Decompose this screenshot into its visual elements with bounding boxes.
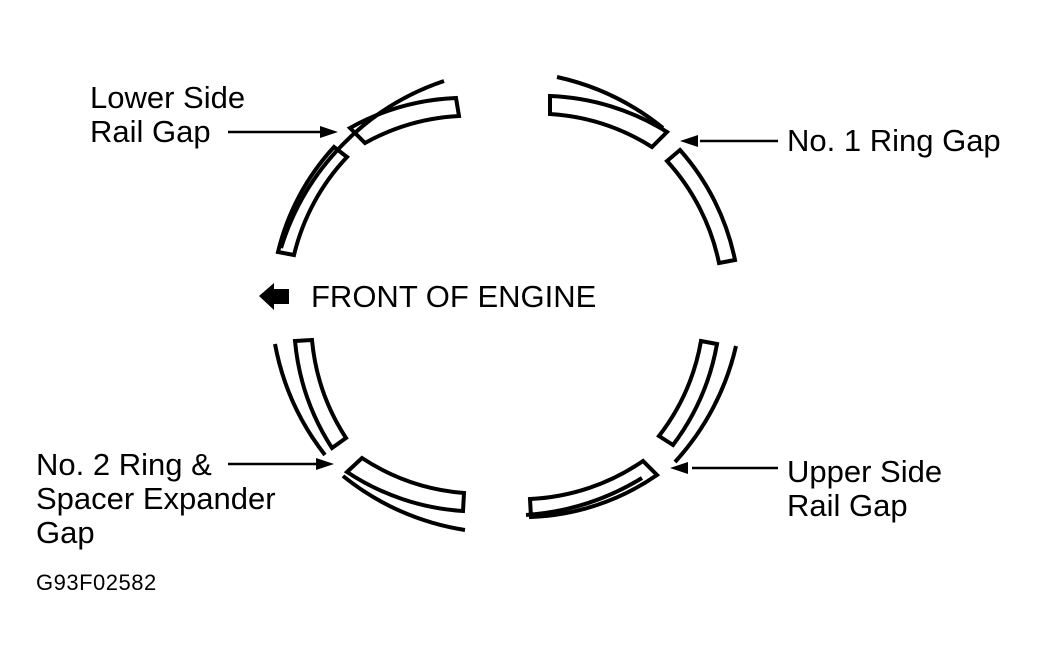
- ring-segment-upper-side-rail: [527, 458, 661, 520]
- ring-arc-top-left-outer: [279, 79, 445, 249]
- ring-arc-bottom-right-outer: [525, 476, 644, 517]
- ring-segment-right-upper: [664, 147, 738, 266]
- ring-arc-left-lower-outer: [273, 343, 327, 457]
- ring-arc-top-right-outer: [556, 75, 665, 130]
- label-line: Gap: [36, 515, 95, 550]
- arrowhead-lower-side: [320, 126, 338, 138]
- arrowhead-upper-side: [670, 462, 688, 474]
- ring-segment-right-lower: [656, 338, 720, 448]
- label-no1-ring-gap: No. 1 Ring Gap: [787, 124, 1001, 158]
- arrowhead-no1: [680, 135, 698, 147]
- left-arrow-icon: [259, 283, 289, 310]
- label-line: No. 1 Ring Gap: [787, 123, 1001, 158]
- label-no2-ring-spacer-expander-gap: No. 2 Ring & Spacer Expander Gap: [36, 448, 276, 550]
- label-front-of-engine: FRONT OF ENGINE: [311, 279, 597, 314]
- ring-segment-top-right: [548, 93, 671, 150]
- ring-segment-no2-ring: [343, 455, 467, 514]
- ring-arc-right-lower-outer: [673, 345, 738, 464]
- arrowhead-no2: [316, 458, 334, 470]
- label-line: Spacer Expander: [36, 481, 276, 516]
- ring-segment-lower-side-rail: [346, 95, 462, 146]
- label-line: No. 2 Ring &: [36, 447, 212, 482]
- label-lower-side-rail-gap: Lower Side Rail Gap: [90, 81, 245, 149]
- label-line: Rail Gap: [90, 114, 211, 149]
- ring-segment-upper-left: [275, 144, 350, 258]
- label-line: Rail Gap: [787, 488, 908, 523]
- figure-id: G93F02582: [36, 570, 157, 595]
- ring-arc-bottom-left-outer: [341, 474, 466, 532]
- label-upper-side-rail-gap: Upper Side Rail Gap: [787, 455, 942, 523]
- ring-segment-left-lower: [292, 337, 349, 451]
- label-line: Upper Side: [787, 454, 943, 489]
- label-line: Lower Side: [90, 80, 246, 115]
